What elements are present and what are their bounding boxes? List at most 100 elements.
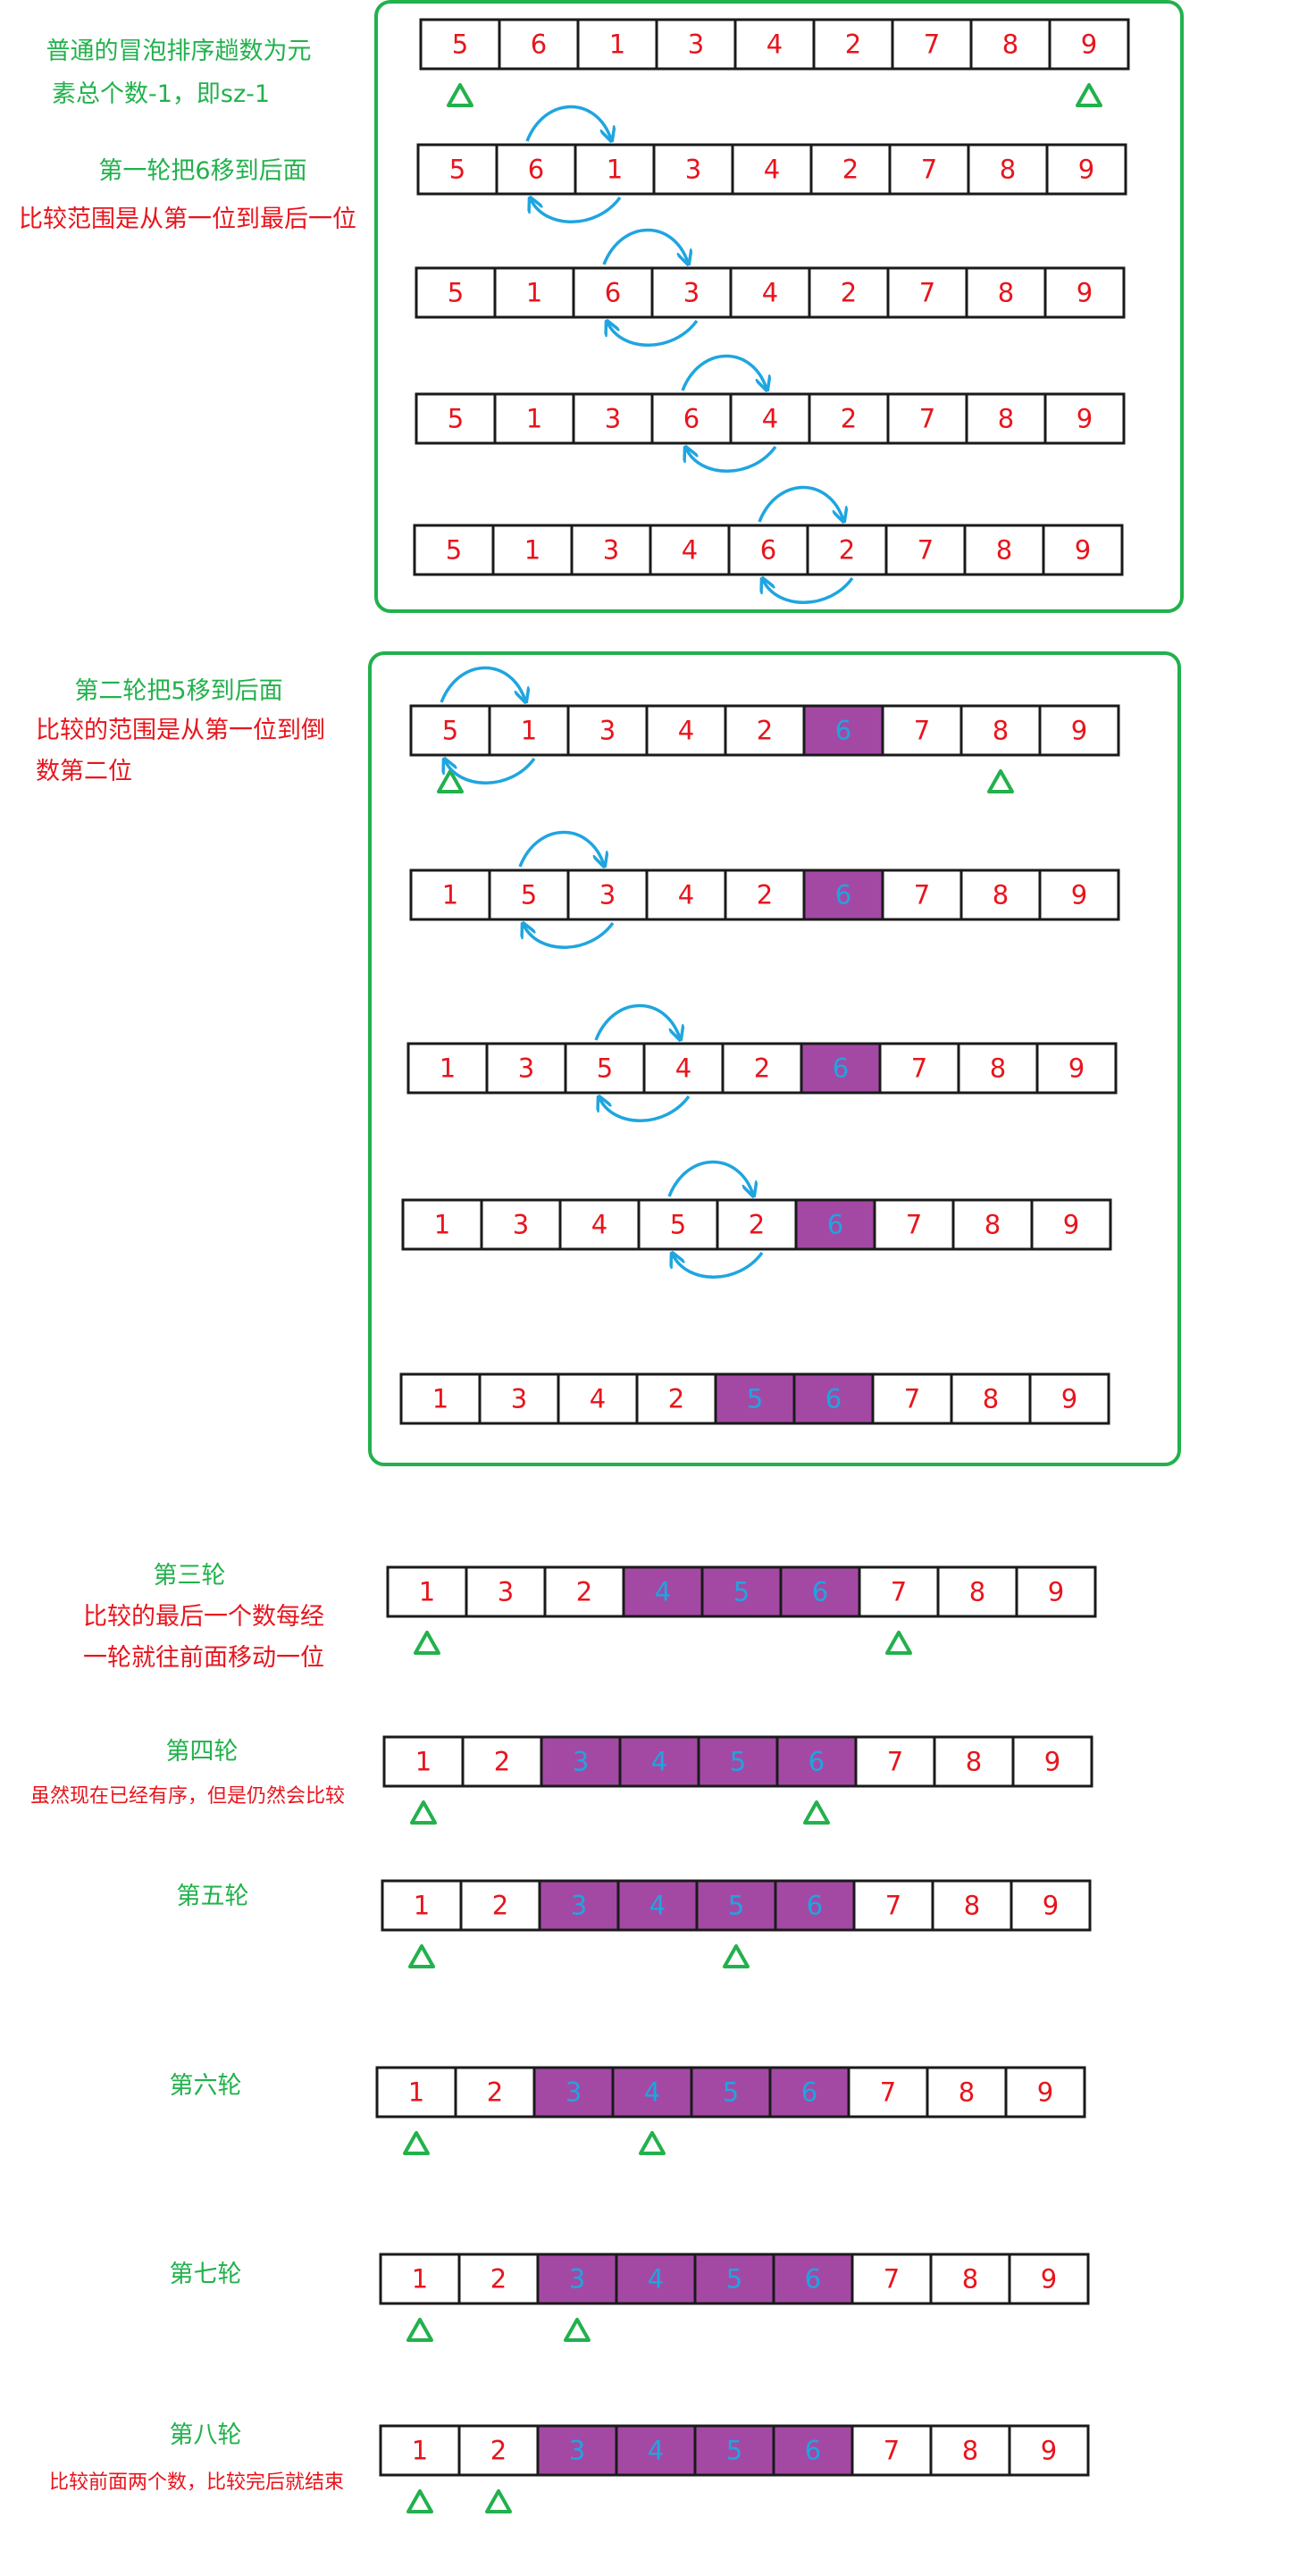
swap-arrow-forward (594, 1003, 680, 1040)
array-cell (645, 868, 727, 921)
cell-value: 7 (919, 278, 935, 308)
array-cell (700, 1565, 783, 1618)
cell-value: 1 (412, 2436, 428, 2466)
array-cell (379, 2424, 461, 2477)
cell-value: 6 (683, 404, 700, 434)
cell-value: 5 (726, 2436, 742, 2466)
array-cell (478, 1372, 560, 1425)
array-cell (650, 392, 733, 445)
array-cell (1043, 266, 1126, 319)
array-cell (850, 2253, 933, 2305)
cell-value: 1 (432, 1384, 448, 1414)
array-cell (733, 18, 816, 71)
cell-value: 2 (576, 1577, 592, 1607)
cell-value: 7 (921, 155, 937, 185)
round6-title: 第六轮 (170, 2072, 242, 2100)
cell-value: 7 (917, 535, 934, 566)
swap-arrow-forward (440, 666, 525, 702)
array-cell (493, 266, 575, 319)
array-cell (854, 1735, 936, 1788)
array-cell (950, 1372, 1032, 1425)
round1-frame (374, 0, 1184, 613)
cell-value: 9 (1063, 1210, 1079, 1240)
cell-value: 1 (415, 1747, 431, 1777)
cell-value: 2 (494, 1747, 510, 1777)
cell-value: 3 (518, 1053, 534, 1084)
cell-value: 8 (990, 1053, 1006, 1084)
cell-value: 1 (524, 535, 540, 566)
cell-value: 9 (1077, 278, 1093, 308)
cell-value: 2 (845, 29, 861, 60)
cell-value: 9 (1048, 1577, 1064, 1607)
cell-value: 8 (998, 404, 1014, 434)
cell-value: 1 (419, 1577, 435, 1607)
cell-value: 4 (644, 2077, 660, 2108)
array-cell (485, 1042, 567, 1095)
intro-note-line1: 普通的冒泡排序趟数为元 (46, 38, 312, 65)
cell-value: 6 (528, 155, 544, 185)
cell-value: 4 (762, 278, 778, 308)
array-cell (1048, 18, 1130, 71)
swap-arrow-back (686, 447, 777, 473)
array-cell (779, 1565, 861, 1618)
array-cell (637, 1198, 719, 1251)
cell-value: 7 (914, 716, 930, 746)
intro-note-line2: 素总个数-1，即sz-1 (52, 80, 270, 108)
array-cell (566, 704, 649, 757)
cell-value: 9 (1078, 155, 1094, 185)
array-cell (802, 868, 884, 921)
cell-value: 1 (526, 278, 542, 308)
array-cell (724, 868, 806, 921)
array-cell (774, 1879, 856, 1932)
cell-value: 9 (1081, 29, 1097, 60)
array-cell (772, 2253, 854, 2305)
cell-value: 3 (513, 1210, 529, 1240)
swap-arrow-back (524, 923, 615, 949)
cell-value: 3 (688, 29, 704, 60)
cell-value: 8 (959, 2077, 975, 2108)
cell-value: 7 (884, 2264, 900, 2295)
cell-value: 2 (490, 2264, 507, 2295)
swap-arrow-back (763, 578, 854, 604)
round5-title: 第五轮 (177, 1883, 249, 1910)
swap-arrow-forward (681, 354, 767, 390)
cell-value: 1 (521, 716, 537, 746)
cell-value: 2 (490, 2436, 507, 2466)
cell-value: 8 (962, 2436, 978, 2466)
cell-value: 7 (887, 1747, 903, 1777)
cell-value: 9 (1043, 1891, 1059, 1921)
array-cell (772, 2424, 854, 2477)
round4-title: 第四轮 (166, 1738, 239, 1766)
pointer-marker (437, 769, 464, 793)
array-cell (650, 266, 733, 319)
pointer-marker (987, 769, 1014, 793)
cell-value: 8 (993, 716, 1009, 746)
pointer-marker (406, 2318, 433, 2342)
cell-value: 2 (668, 1384, 684, 1414)
pointer-marker (408, 1944, 435, 1968)
array-cell (936, 1565, 1018, 1618)
cell-value: 5 (728, 1891, 744, 1921)
cell-value: 7 (880, 2077, 896, 2108)
array-cell (399, 1372, 482, 1425)
cell-value: 8 (964, 1891, 980, 1921)
array-cell (731, 143, 813, 196)
array-cell (538, 1879, 620, 1932)
cell-value: 4 (767, 29, 783, 60)
cell-value: 9 (1041, 2436, 1057, 2466)
swap-arrow-back (531, 197, 622, 223)
array-cell (1042, 524, 1124, 576)
cell-value: 2 (842, 155, 859, 185)
array-cell (808, 392, 890, 445)
cell-value: 1 (609, 29, 625, 60)
cell-value: 3 (571, 1891, 587, 1921)
cell-value: 1 (408, 2077, 424, 2108)
array-cell (635, 1372, 717, 1425)
array-cell (775, 1735, 858, 1788)
array-cell (951, 1198, 1034, 1251)
cell-value: 8 (1000, 155, 1016, 185)
array-cell (488, 868, 570, 921)
